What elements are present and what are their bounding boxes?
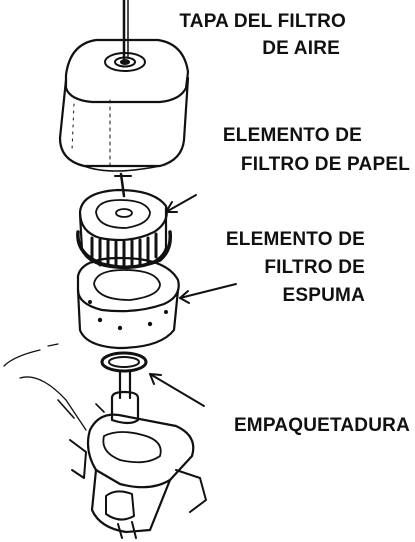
cover-label: TAPA DEL FILTRO DE AIRE <box>136 10 346 60</box>
paper-filter-element <box>76 188 173 270</box>
gasket <box>100 351 148 373</box>
foam-element-label: ELEMENTO DE FILTRO DE ESPUMA <box>190 228 365 307</box>
paper-element-label: ELEMENTO DE FILTRO DE PAPEL <box>190 124 410 176</box>
cover-label-line2: DE AIRE <box>262 38 340 59</box>
leader-arrows <box>149 194 237 407</box>
air-filter-cover <box>58 38 190 172</box>
center-stud <box>114 172 132 198</box>
cover-label-line1: TAPA DEL FILTRO <box>179 11 346 32</box>
paper-element-label-line2: FILTRO DE PAPEL <box>240 154 410 175</box>
foam-element-label-line1: ELEMENTO DE <box>225 229 365 250</box>
paper-element-label-line1: ELEMENTO DE <box>222 125 362 146</box>
foam-element-label-line3: ESPUMA <box>282 285 365 306</box>
foam-filter-element <box>76 256 180 350</box>
gasket-label: EMPAQUETADURA <box>200 414 410 437</box>
foam-element-label-line2: FILTRO DE <box>264 257 365 278</box>
filter-base <box>3 343 207 539</box>
gasket-label-line1: EMPAQUETADURA <box>233 415 410 436</box>
wing-nut-stud <box>122 0 129 60</box>
